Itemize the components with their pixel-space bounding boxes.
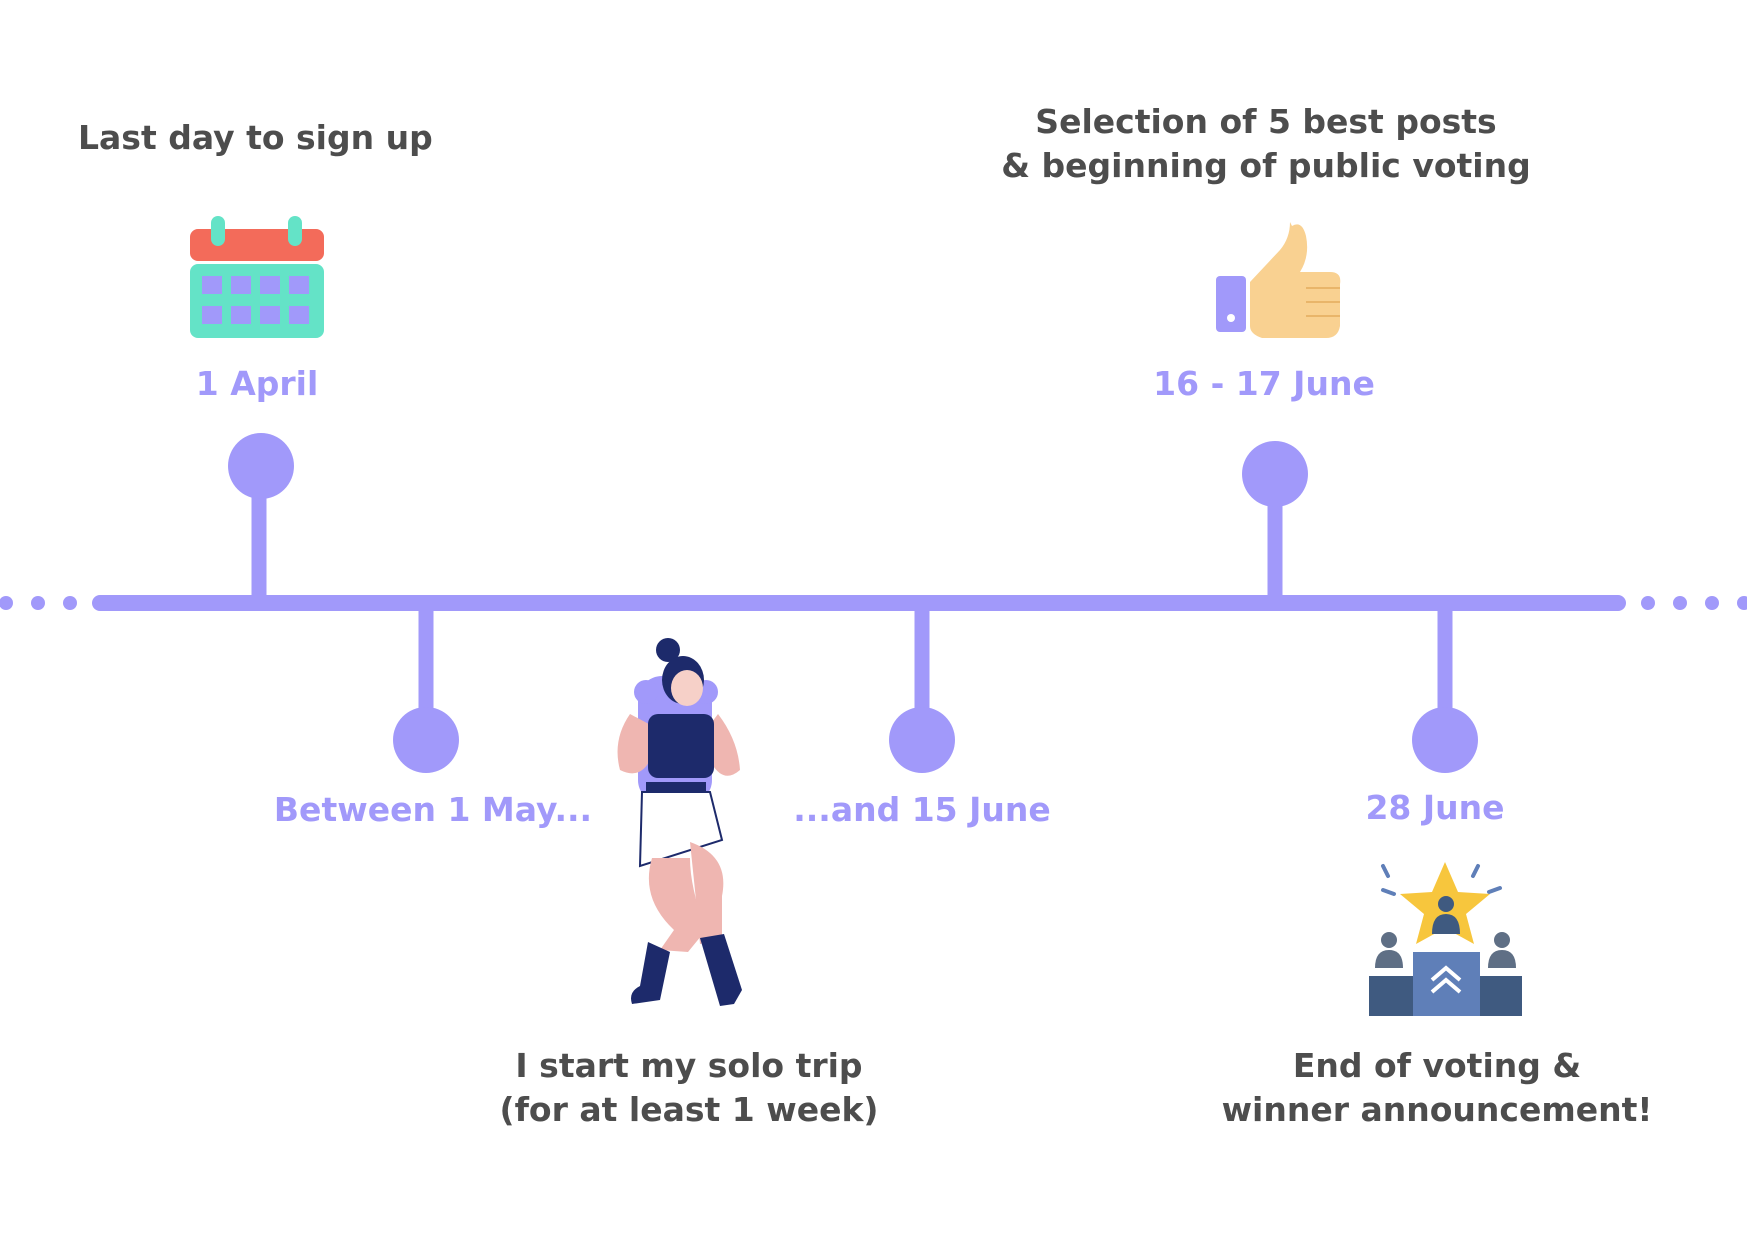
marker-1-may [393,603,459,773]
trip-caption: I start my solo trip (for at least 1 wee… [499,1044,878,1132]
voting-start-title-line-2: & beginning of public voting [1001,146,1531,185]
voting-start-title-line-1: Selection of 5 best posts [1035,102,1497,141]
timeline-right-dots [1641,596,1747,610]
backpacker-illustration [617,638,742,1006]
winner-caption: End of voting & winner announcement! [1222,1044,1653,1132]
marker-16-17-june [1242,441,1308,603]
signup-date: 1 April [195,364,319,403]
marker-28-june [1412,603,1478,773]
winner-caption-line-2: winner announcement! [1221,1090,1653,1129]
calendar-icon [190,216,324,338]
trip-end-date: ...and 15 June [793,790,1051,829]
marker-1-april [228,433,294,603]
thumbs-up-icon [1216,222,1341,338]
trip-caption-line-1: I start my solo trip [515,1046,863,1085]
winner-date: 28 June [1365,788,1505,827]
voting-start-title: Selection of 5 best posts & beginning of… [1001,100,1530,188]
signup-title: Last day to sign up [78,118,433,157]
podium-icon [1369,862,1522,1016]
timeline-left-dots [0,596,77,610]
marker-15-june [889,603,955,773]
trip-start-date: Between 1 May... [273,790,593,829]
signup-title-line: Last day to sign up [78,118,433,157]
winner-caption-line-1: End of voting & [1292,1046,1582,1085]
trip-caption-line-2: (for at least 1 week) [499,1090,879,1129]
voting-start-date: 16 - 17 June [1153,364,1375,403]
